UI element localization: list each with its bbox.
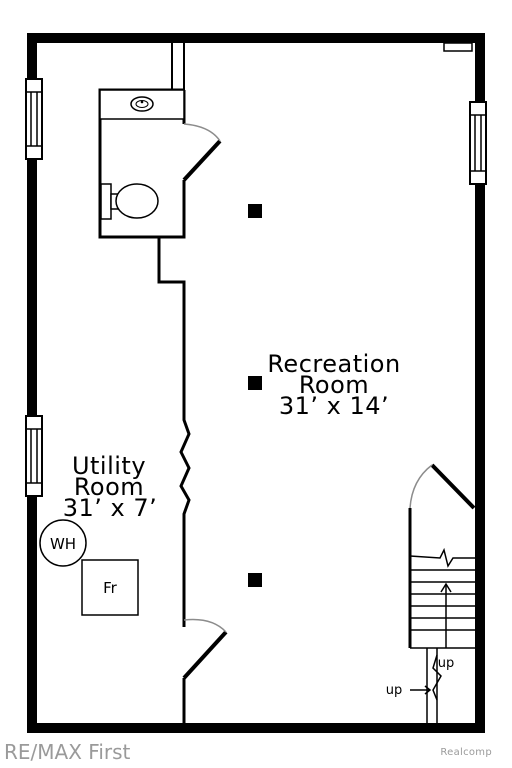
pipe-chase <box>171 43 185 90</box>
utility-room-dimensions: 31’ x 7’ <box>63 494 158 522</box>
stair-treads <box>409 547 475 649</box>
stair-run-lower <box>410 648 442 723</box>
utility-room-name-line1: Utility <box>72 452 146 480</box>
stair-arrow-icon <box>440 582 452 648</box>
bathroom <box>98 88 222 239</box>
window-left-bottom <box>25 415 43 497</box>
exterior-walls <box>27 33 485 733</box>
support-column <box>248 573 262 587</box>
watermark-brand: RE/MAX First <box>4 740 131 764</box>
recreation-room-name-line2: Room <box>299 371 369 399</box>
water-heater-label: WH <box>50 535 76 553</box>
stair-door-swing <box>409 464 433 509</box>
recreation-room-name-line1: Recreation <box>267 350 400 378</box>
stair-up-label-rotated: up <box>438 656 455 671</box>
utility-door <box>182 630 228 680</box>
sink-icon <box>99 89 185 120</box>
window-left-top <box>25 78 43 160</box>
support-column <box>248 376 262 390</box>
stair-door <box>430 463 476 510</box>
window-right <box>469 101 487 185</box>
recreation-room-dimensions: 31’ x 14’ <box>279 392 389 420</box>
bathroom-door <box>182 139 222 182</box>
furnace-label: Fr <box>103 579 118 597</box>
stair-up-label: up <box>386 683 403 698</box>
furnace-icon: Fr <box>81 559 139 616</box>
partition-wall <box>157 237 228 723</box>
utility-room-name-line2: Room <box>74 473 144 501</box>
support-column <box>248 204 262 218</box>
top-right-notch <box>443 42 473 52</box>
water-heater-icon: WH <box>39 519 87 567</box>
toilet-icon <box>100 183 159 220</box>
utility-door-swing <box>183 618 227 633</box>
watermark-source: Realcomp <box>440 747 492 758</box>
stair-enclosure <box>408 463 476 648</box>
bathroom-door-swing <box>183 123 221 142</box>
